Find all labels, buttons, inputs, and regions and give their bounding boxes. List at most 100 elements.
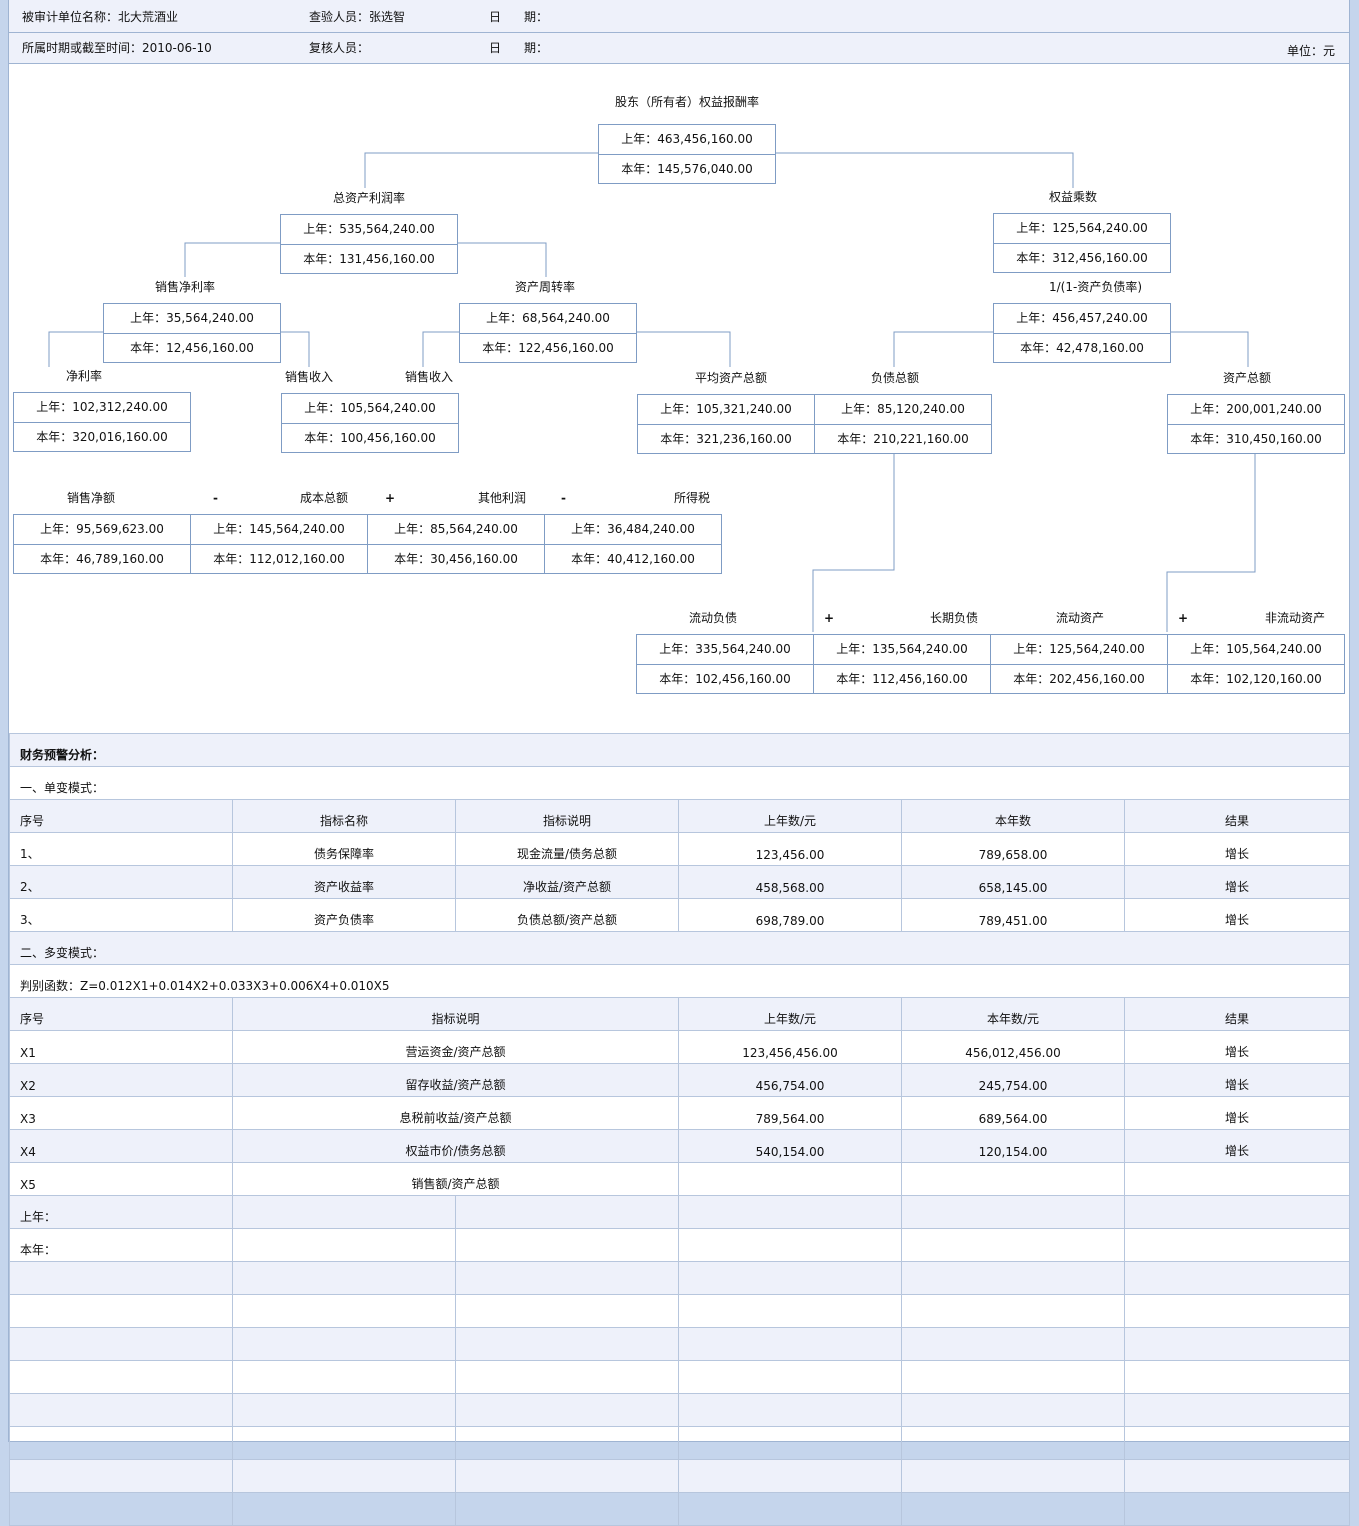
cell: 增长 xyxy=(1123,832,1351,866)
cell xyxy=(9,1261,233,1295)
roa-label: 总资产利润率 xyxy=(333,191,406,205)
roa-box: 上年：535,564,240.00 本年：131,456,160.00 xyxy=(280,214,458,274)
this-year-value: 本年：145,576,040.00 xyxy=(599,154,775,184)
cell xyxy=(232,1327,456,1361)
report-page: 被审计单位名称：北大荒酒业 查验人员：张选智 日 期： 所属时期或截至时间：20… xyxy=(8,0,1351,1526)
asset-turnover-box: 上年：68,564,240.00 本年：122,456,160.00 xyxy=(459,303,637,363)
cell: 资产收益率 xyxy=(232,865,456,899)
col-header: 指标名称 xyxy=(232,799,456,833)
cell: 销售额/资产总额 xyxy=(232,1162,679,1196)
cell: 456,754.00 xyxy=(678,1063,902,1097)
cell: 1、 xyxy=(9,832,233,866)
auditee-name: 被审计单位名称：北大荒酒业 xyxy=(22,10,179,24)
cell xyxy=(901,1162,1125,1196)
cell: 540,154.00 xyxy=(678,1129,902,1163)
cell: 现金流量/债务总额 xyxy=(455,832,679,866)
non-current-assets-label: 非流动资产 xyxy=(1265,611,1326,625)
cell xyxy=(678,1294,902,1328)
net-sales-label: 销售净额 xyxy=(67,491,116,505)
cell xyxy=(901,1327,1125,1361)
non-current-assets-box: 上年：105,564,240.00 本年：102,120,160.00 xyxy=(1167,634,1345,694)
long-term-liabilities-label: 长期负债 xyxy=(930,611,979,625)
inverse-debt-ratio-label: 1/(1-资产负债率) xyxy=(1049,280,1143,294)
empty-row xyxy=(9,1360,1351,1394)
cell: 458,568.00 xyxy=(678,865,902,899)
last-year-value: 上年：68,564,240.00 xyxy=(486,311,610,325)
last-year-value: 上年：105,564,240.00 xyxy=(304,401,436,415)
current-assets-label: 流动资产 xyxy=(1056,611,1105,625)
cell xyxy=(232,1426,456,1460)
plus-operator-3: + xyxy=(1178,611,1189,625)
reviewer-name: 复核人员： xyxy=(309,41,370,55)
this-year-value: 本年：131,456,160.00 xyxy=(281,244,457,274)
empty-row xyxy=(9,1294,1351,1328)
cell xyxy=(455,1294,679,1328)
net-profit-margin-box: 上年：35,564,240.00 本年：12,456,160.00 xyxy=(103,303,281,363)
cell xyxy=(1123,1327,1351,1361)
last-year-value: 上年：335,564,240.00 xyxy=(659,642,791,656)
last-year-value: 上年：105,321,240.00 xyxy=(660,402,792,416)
date-label: 日 xyxy=(489,10,502,24)
cell: 658,145.00 xyxy=(901,865,1125,899)
total-cost-box: 上年：145,564,240.00 本年：112,012,160.00 xyxy=(190,514,368,574)
cell xyxy=(1123,1162,1351,1196)
table-row: 本年： xyxy=(9,1228,1351,1262)
net-profit-label: 净利率 xyxy=(66,369,103,383)
total-liabilities-label: 负债总额 xyxy=(871,371,920,385)
last-year-value: 上年：145,564,240.00 xyxy=(213,522,345,536)
last-year-value: 上年：85,120,240.00 xyxy=(841,402,965,416)
cell xyxy=(901,1426,1125,1460)
cell xyxy=(455,1459,679,1493)
table-row: X3 息税前收益/资产总额 789,564.00 689,564.00 增长 xyxy=(9,1096,1351,1130)
last-year-value: 上年：535,564,240.00 xyxy=(303,222,435,236)
this-year-value: 本年：320,016,160.00 xyxy=(14,422,190,452)
sales-revenue-label: 销售收入 xyxy=(285,370,334,384)
inverse-debt-ratio-box: 上年：456,457,240.00 本年：42,478,160.00 xyxy=(993,303,1171,363)
col-header: 序号 xyxy=(9,997,233,1031)
last-year-value: 上年：125,564,240.00 xyxy=(1013,642,1145,656)
cell xyxy=(232,1360,456,1394)
this-year-value: 本年：30,456,160.00 xyxy=(368,544,544,574)
cell: 123,456.00 xyxy=(678,832,902,866)
cell xyxy=(9,1294,233,1328)
cell xyxy=(1123,1426,1351,1460)
cell xyxy=(1123,1261,1351,1295)
table-row: X5 销售额/资产总额 xyxy=(9,1162,1351,1196)
cell xyxy=(1123,1195,1351,1229)
cell: 123,456,456.00 xyxy=(678,1030,902,1064)
cell: 增长 xyxy=(1123,1030,1351,1064)
cell: 留存收益/资产总额 xyxy=(232,1063,679,1097)
cell: X5 xyxy=(9,1162,233,1196)
cell: X3 xyxy=(9,1096,233,1130)
other-profit-box: 上年：85,564,240.00 本年：30,456,160.00 xyxy=(367,514,545,574)
cell: 资产负债率 xyxy=(232,898,456,932)
this-year-value: 本年：112,012,160.00 xyxy=(191,544,367,574)
cell xyxy=(232,1294,456,1328)
this-year-value: 本年：12,456,160.00 xyxy=(104,333,280,363)
sales-revenue-label-2: 销售收入 xyxy=(405,370,454,384)
this-year-value: 本年：312,456,160.00 xyxy=(994,243,1170,273)
cell xyxy=(232,1459,456,1493)
cell: 120,154.00 xyxy=(901,1129,1125,1163)
cell: 2、 xyxy=(9,865,233,899)
cell xyxy=(455,1228,679,1262)
cell: 增长 xyxy=(1123,865,1351,899)
cell xyxy=(678,1360,902,1394)
cell xyxy=(455,1195,679,1229)
single-mode-title: 一、单变模式： xyxy=(8,766,1351,800)
table-row: X1 营运资金/资产总额 123,456,456.00 456,012,456.… xyxy=(9,1030,1351,1064)
current-liabilities-box: 上年：335,564,240.00 本年：102,456,160.00 xyxy=(636,634,814,694)
col-header: 本年数/元 xyxy=(901,997,1125,1031)
last-year-value: 上年：102,312,240.00 xyxy=(36,400,168,414)
cell xyxy=(901,1261,1125,1295)
header-row-2: 所属时期或截至时间：2010-06-10 复核人员： 日 期： 单位：元 xyxy=(9,33,1349,64)
cell xyxy=(678,1195,902,1229)
analysis-title: 财务预警分析： xyxy=(8,733,1351,767)
net-sales-box: 上年：95,569,623.00 本年：46,789,160.00 xyxy=(13,514,191,574)
empty-row xyxy=(9,1426,1351,1460)
cell: 增长 xyxy=(1123,1129,1351,1163)
income-tax-box: 上年：36,484,240.00 本年：40,412,160.00 xyxy=(544,514,722,574)
total-liabilities-box: 上年：85,120,240.00 本年：210,221,160.00 xyxy=(814,394,992,454)
last-year-value: 上年：135,564,240.00 xyxy=(836,642,968,656)
income-tax-label: 所得税 xyxy=(674,491,711,505)
